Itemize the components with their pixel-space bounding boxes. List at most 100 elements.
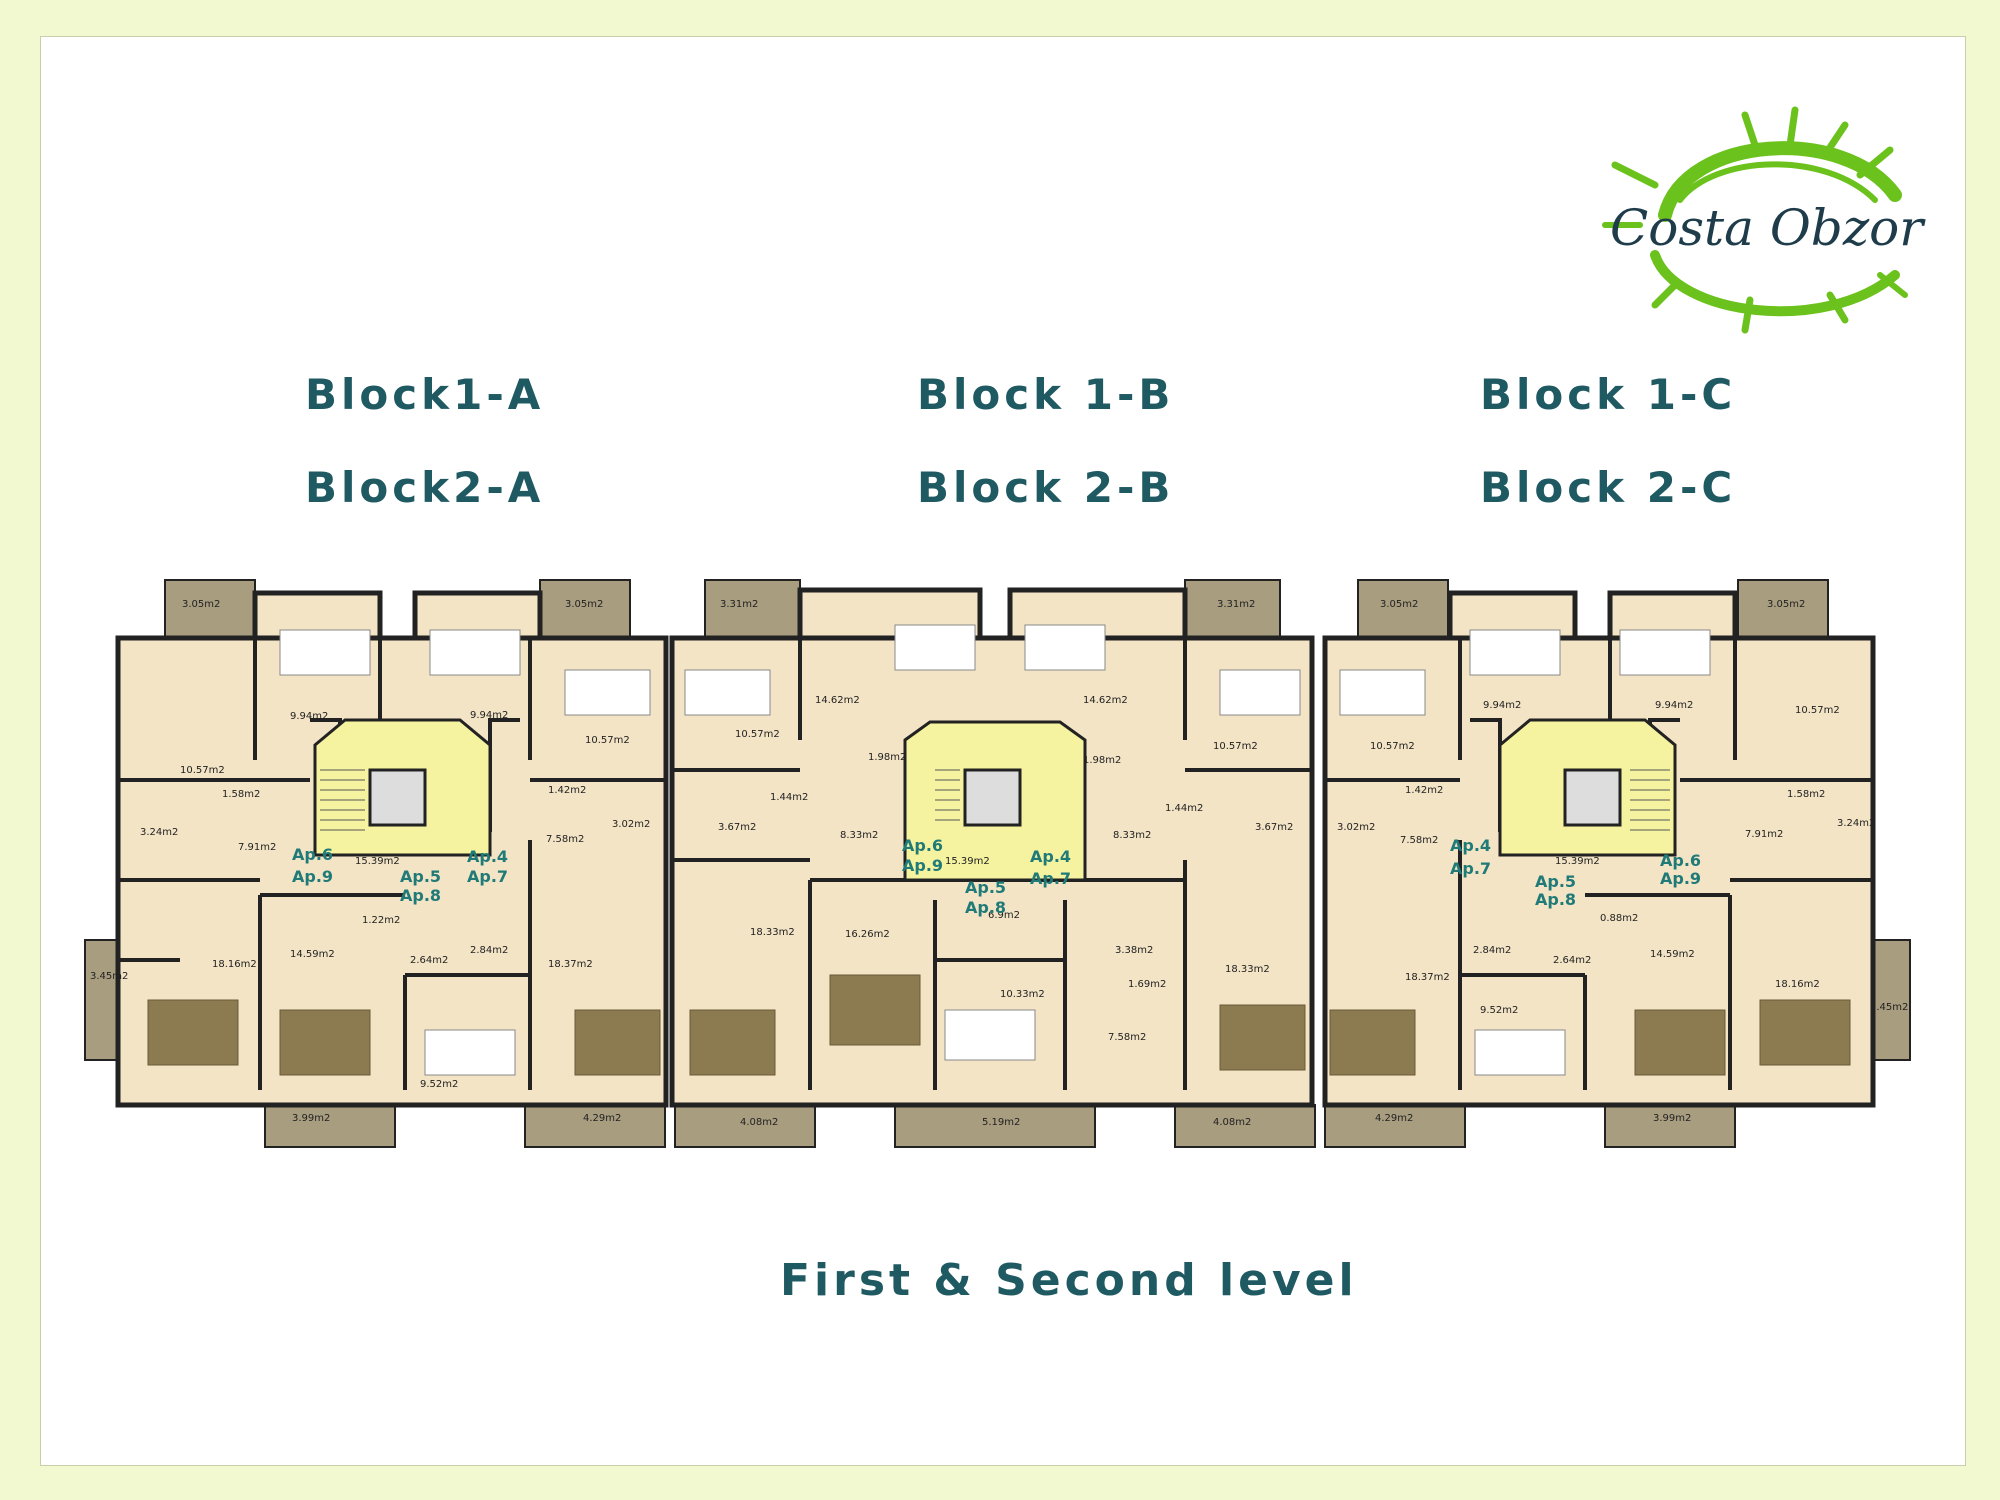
area-label: 3.31m2 [1217, 599, 1255, 610]
area-label: 3.99m2 [292, 1113, 330, 1124]
area-label: 3.67m2 [1255, 822, 1293, 833]
apartment-label: Ap.9 [902, 856, 943, 875]
living-room-rug [1219, 1004, 1306, 1071]
area-label: 15.39m2 [355, 856, 400, 867]
area-label: 3.02m2 [612, 819, 650, 830]
block-b-plan: 3.31m2 3.31m2 14.62m2 14.62m2 10.57m2 10… [669, 579, 1316, 1148]
area-label: 10.57m2 [735, 729, 780, 740]
apartment-label: Ap.8 [400, 886, 441, 905]
area-label: 3.05m2 [182, 599, 220, 610]
area-label: 18.16m2 [1775, 979, 1820, 990]
area-label: 15.39m2 [1555, 856, 1600, 867]
apartment-label: Ap.9 [292, 867, 333, 886]
area-label: 18.16m2 [212, 959, 257, 970]
area-label: 3.02m2 [1337, 822, 1375, 833]
area-label: 16.26m2 [845, 929, 890, 940]
bed [1469, 629, 1561, 676]
area-label: 18.37m2 [548, 959, 593, 970]
area-label: 10.57m2 [1213, 741, 1258, 752]
balcony [674, 1104, 816, 1148]
area-label: 4.29m2 [583, 1113, 621, 1124]
area-label: 3.24m2 [1837, 818, 1875, 829]
apartment-label: Ap.4 [1450, 836, 1491, 855]
area-label: 7.58m2 [1400, 835, 1438, 846]
block-c-label-1: Block 1-C [1480, 370, 1737, 419]
area-label: 18.37m2 [1405, 972, 1450, 983]
area-label: 1.58m2 [1787, 789, 1825, 800]
apartment-label: Ap.5 [1535, 872, 1576, 891]
bed [424, 1029, 516, 1076]
balcony [1357, 579, 1449, 639]
area-label: 1.58m2 [222, 789, 260, 800]
area-label: 14.62m2 [815, 695, 860, 706]
area-label: 1.42m2 [548, 785, 586, 796]
costa-obzor-logo: Costa Obzor [1595, 105, 1945, 335]
block-a-plan: 3.05m2 3.05m2 9.94m2 9.94m2 10.57m2 10.5… [84, 579, 669, 1148]
area-label: 7.58m2 [546, 834, 584, 845]
area-label: 7.91m2 [1745, 829, 1783, 840]
area-label: 14.59m2 [290, 949, 335, 960]
area-label: 2.84m2 [1473, 945, 1511, 956]
area-label: 9.94m2 [1655, 700, 1693, 711]
bed [944, 1009, 1036, 1061]
balcony [894, 1104, 1096, 1148]
apartment-label: Ap.9 [1660, 869, 1701, 888]
bed [279, 629, 371, 676]
living-room-rug [829, 974, 921, 1046]
area-label: 0.88m2 [1600, 913, 1638, 924]
area-label: 14.59m2 [1650, 949, 1695, 960]
area-label: 3.05m2 [565, 599, 603, 610]
balcony [164, 579, 256, 639]
living-room-rug [279, 1009, 371, 1076]
area-label: 1.22m2 [362, 915, 400, 926]
bed [1024, 624, 1106, 671]
area-label: 4.29m2 [1375, 1113, 1413, 1124]
area-label: 2.64m2 [410, 955, 448, 966]
balcony [1604, 1104, 1736, 1148]
apartment-label: Ap.5 [400, 867, 441, 886]
balcony [1184, 579, 1281, 639]
area-label: 3.45m2 [90, 971, 128, 982]
area-label: 3.05m2 [1380, 599, 1418, 610]
area-label: 10.33m2 [1000, 989, 1045, 1000]
area-label: 3.99m2 [1653, 1113, 1691, 1124]
living-room-rug [1329, 1009, 1416, 1076]
apartment-label: Ap.4 [467, 847, 508, 866]
area-label: 6.9m2 [988, 910, 1020, 921]
apartment-label: Ap.8 [965, 898, 1006, 917]
area-label: 3.45m2 [1870, 1002, 1908, 1013]
area-label: 10.57m2 [1370, 741, 1415, 752]
bed [1219, 669, 1301, 716]
apartment-label: Ap.6 [1660, 851, 1701, 870]
bed [1339, 669, 1426, 716]
area-label: 1.98m2 [868, 752, 906, 763]
block-a-label-2: Block2-A [305, 463, 545, 512]
bed [894, 624, 976, 671]
balcony [264, 1104, 396, 1148]
block-c-plan: 3.05m2 3.05m2 10.57m2 9.94m2 9.94m2 10.5… [1322, 579, 1911, 1148]
apartment-label: Ap.6 [902, 836, 943, 855]
balcony [524, 1104, 666, 1148]
elevator [1563, 768, 1622, 827]
area-label: 7.91m2 [238, 842, 276, 853]
elevator [963, 768, 1022, 827]
area-label: 1.44m2 [1165, 803, 1203, 814]
elevator [368, 768, 427, 827]
area-label: 9.94m2 [1483, 700, 1521, 711]
area-label: 8.33m2 [1113, 830, 1151, 841]
balcony [704, 579, 801, 639]
area-label: 7.58m2 [1108, 1032, 1146, 1043]
area-label: 3.31m2 [720, 599, 758, 610]
area-label: 1.42m2 [1405, 785, 1443, 796]
bed [429, 629, 521, 676]
apartment-label: Ap.6 [292, 845, 333, 864]
area-label: 18.33m2 [750, 927, 795, 938]
block-c-label-2: Block 2-C [1480, 463, 1737, 512]
area-label: 3.67m2 [718, 822, 756, 833]
block-a-label-1: Block1-A [305, 370, 545, 419]
bed [684, 669, 771, 716]
living-room-rug [574, 1009, 661, 1076]
apartment-label: Ap.7 [467, 867, 508, 886]
area-label: 4.08m2 [740, 1117, 778, 1128]
